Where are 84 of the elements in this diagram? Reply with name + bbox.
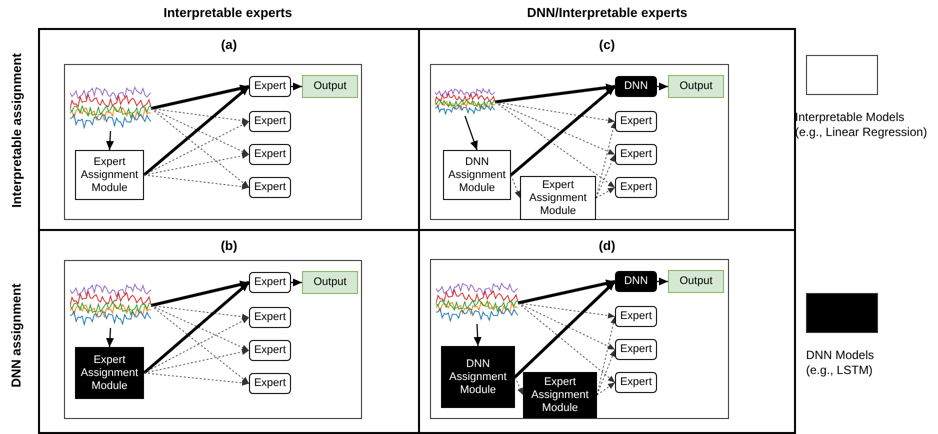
arrow — [494, 102, 616, 124]
arrow — [144, 372, 250, 386]
diagram-frame — [64, 260, 362, 419]
arrow — [143, 281, 250, 374]
panel-label: (c) — [598, 37, 616, 52]
model-box: DNN — [615, 76, 657, 97]
model-box: DNN — [615, 271, 657, 292]
model-box: Expert — [615, 306, 657, 327]
legend-text: Interpretable Models (e.g., Linear Regression) — [795, 110, 928, 140]
arrow — [144, 152, 250, 176]
model-box: Expert Assignment Module — [523, 372, 597, 418]
arrow — [144, 349, 250, 374]
arrow — [494, 84, 616, 104]
arrow — [144, 317, 250, 374]
model-box: Expert — [249, 76, 291, 97]
arrow — [150, 84, 250, 110]
model-box: Expert Assignment Module — [75, 347, 144, 399]
arrow — [596, 382, 616, 396]
arrow — [518, 302, 616, 383]
arrow — [518, 302, 616, 350]
arrow — [150, 280, 250, 307]
output-box: Output — [668, 270, 724, 293]
panel — [418, 229, 796, 434]
model-box: Expert — [615, 144, 657, 165]
arrow — [494, 102, 616, 155]
arrow — [150, 305, 250, 384]
panel — [418, 28, 796, 231]
diagram-frame — [430, 64, 729, 220]
arrow — [514, 376, 524, 396]
model-box: Expert — [249, 111, 291, 132]
panel-label: (d) — [598, 238, 616, 253]
panel-label: (b) — [220, 238, 238, 253]
column-header: DNN/Interpretable experts — [527, 5, 688, 20]
arrow — [596, 187, 616, 198]
arrow — [150, 305, 250, 351]
arrow — [510, 174, 520, 198]
panel-label: (a) — [220, 37, 238, 52]
model-box: Expert — [249, 373, 291, 394]
panel — [38, 229, 420, 434]
column-header: Interpretable experts — [164, 5, 292, 20]
model-box: Expert — [615, 372, 657, 393]
model-box: DNN Assignment Module — [441, 346, 515, 408]
arrow — [657, 278, 668, 286]
arrow — [144, 174, 250, 190]
arrow — [596, 154, 616, 198]
model-box: Expert — [249, 340, 291, 361]
arrow — [144, 121, 250, 176]
model-box: Expert — [249, 307, 291, 328]
arrow — [518, 280, 616, 304]
diagram-frame — [430, 259, 729, 419]
output-box: Output — [302, 75, 358, 98]
model-box: Expert — [615, 177, 657, 198]
panel — [38, 28, 420, 231]
legend-text: DNN Models (e.g., LSTM) — [806, 348, 876, 378]
arrow — [291, 278, 302, 286]
arrow — [150, 305, 250, 320]
arrow — [291, 82, 302, 90]
arrow — [596, 349, 616, 396]
arrow — [150, 108, 250, 188]
model-box: Expert — [249, 144, 291, 165]
arrow — [150, 108, 250, 124]
arrow — [106, 130, 114, 150]
arrow — [474, 324, 482, 346]
row-header: Interpretable assignment — [8, 52, 24, 208]
model-box: Expert Assignment Module — [520, 176, 596, 220]
model-box: Expert — [615, 111, 657, 132]
arrow — [150, 108, 250, 155]
arrow — [514, 280, 616, 378]
output-box: Output — [302, 271, 358, 294]
model-box: Expert — [249, 272, 291, 293]
row-header: DNN assignment — [8, 282, 24, 388]
model-box: Expert Assignment Module — [75, 150, 144, 200]
model-box: Expert — [249, 177, 291, 198]
arrow — [106, 328, 114, 348]
arrow — [518, 302, 616, 318]
diagram-frame — [64, 64, 362, 220]
arrow — [143, 85, 250, 176]
arrow — [464, 116, 478, 150]
arrow — [510, 85, 616, 176]
model-box: Expert — [615, 339, 657, 360]
model-box: DNN Assignment Module — [443, 150, 511, 200]
output-box: Output — [668, 75, 724, 98]
arrow — [494, 102, 616, 188]
arrow — [657, 82, 668, 90]
